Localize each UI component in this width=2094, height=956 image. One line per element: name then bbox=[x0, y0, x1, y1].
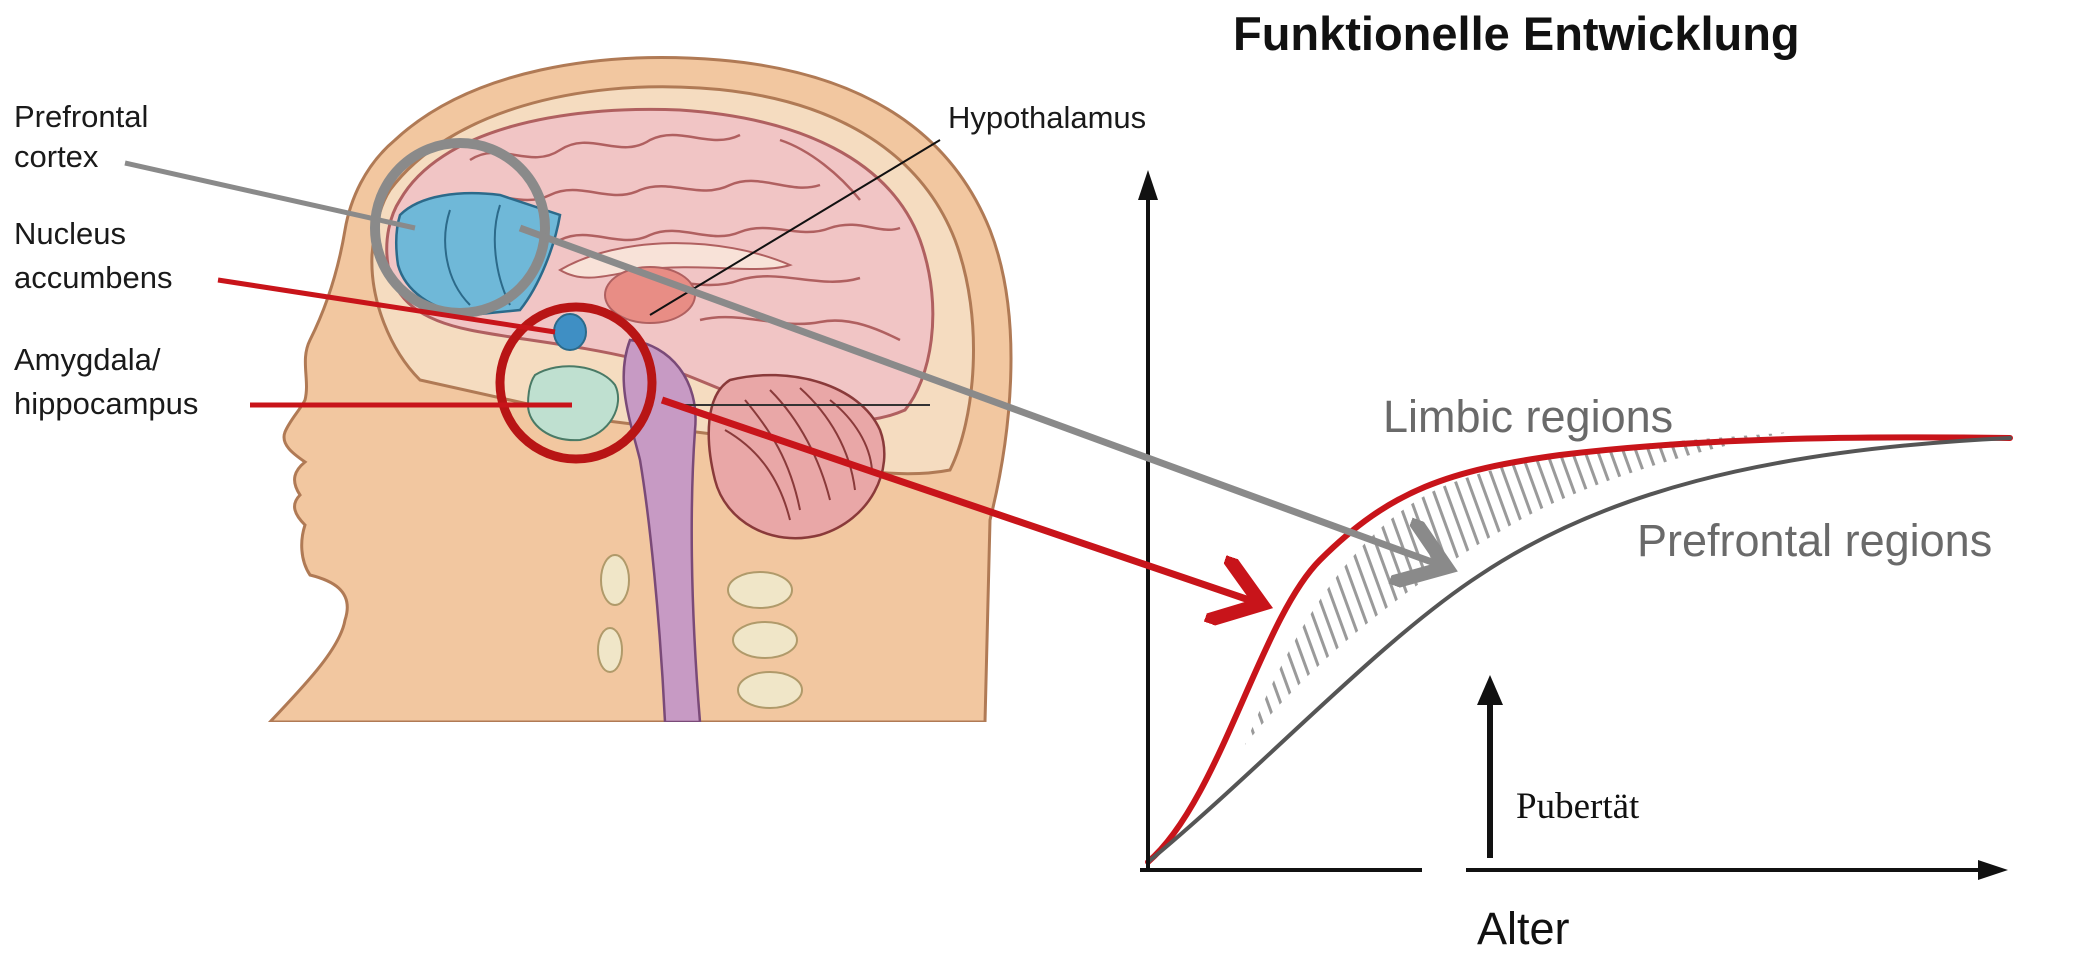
series-limbic-label: Limbic regions bbox=[1383, 391, 1673, 442]
x-axis-arrowhead bbox=[1978, 860, 2008, 880]
series-prefrontal-label: Prefrontal regions bbox=[1637, 515, 1992, 566]
label-amygdala-line1: Amygdala/ bbox=[14, 342, 161, 377]
puberty-label: Pubertät bbox=[1516, 786, 1640, 827]
head-illustration bbox=[0, 58, 1100, 951]
y-axis-arrowhead bbox=[1138, 170, 1158, 200]
label-amygdala-line2: hippocampus bbox=[14, 386, 198, 421]
label-prefrontal-line2: cortex bbox=[14, 139, 99, 174]
label-accumbens-line2: accumbens bbox=[14, 260, 173, 295]
label-accumbens-line1: Nucleus bbox=[14, 216, 126, 251]
nucleus-accumbens-region bbox=[554, 314, 586, 350]
label-hypothalamus: Hypothalamus bbox=[948, 100, 1146, 135]
label-prefrontal-line1: Prefrontal bbox=[14, 99, 148, 134]
x-axis-gap bbox=[1422, 866, 1466, 874]
x-axis-label: Alter bbox=[1477, 903, 1570, 951]
puberty-arrowhead bbox=[1477, 675, 1503, 705]
chart-title: Funktionelle Entwicklung bbox=[1233, 7, 1800, 60]
development-chart: Pubertät Limbic regions Prefrontal regio… bbox=[1138, 170, 2010, 951]
